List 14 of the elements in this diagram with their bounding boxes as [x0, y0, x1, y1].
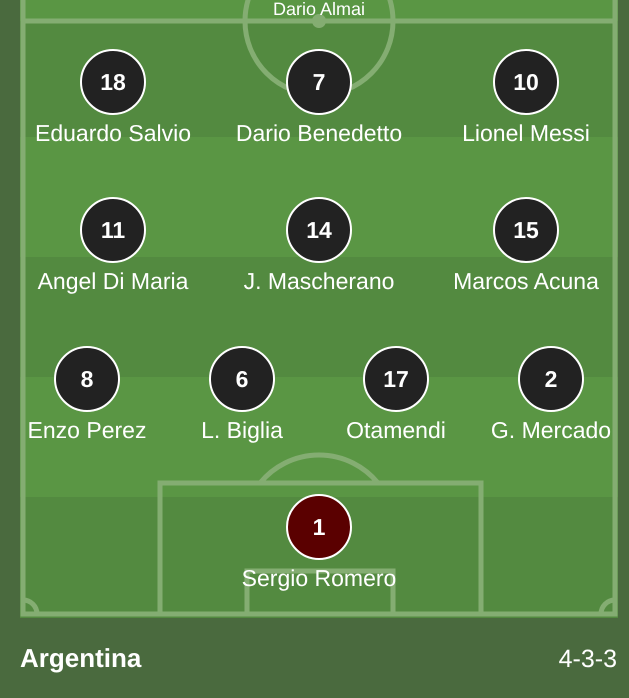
player-name: Lionel Messi — [462, 120, 590, 146]
player-name: Otamendi — [346, 417, 446, 443]
player-name: L. Biglia — [201, 417, 283, 443]
team-name: Argentina — [20, 643, 142, 673]
formation-label: 4-3-3 — [558, 644, 617, 674]
player-name: Sergio Romero — [242, 565, 396, 591]
player-name: Enzo Perez — [28, 417, 146, 443]
player-name: Angel Di Maria — [38, 268, 188, 294]
player-name: Eduardo Salvio — [35, 120, 191, 146]
player-name: Dario Almai — [272, 0, 366, 18]
player-name: Marcos Acuna — [453, 268, 599, 294]
player-name: J. Mascherano — [244, 268, 394, 294]
player-name: G. Mercado — [490, 417, 612, 443]
player-name: Dario Benedetto — [236, 120, 402, 146]
